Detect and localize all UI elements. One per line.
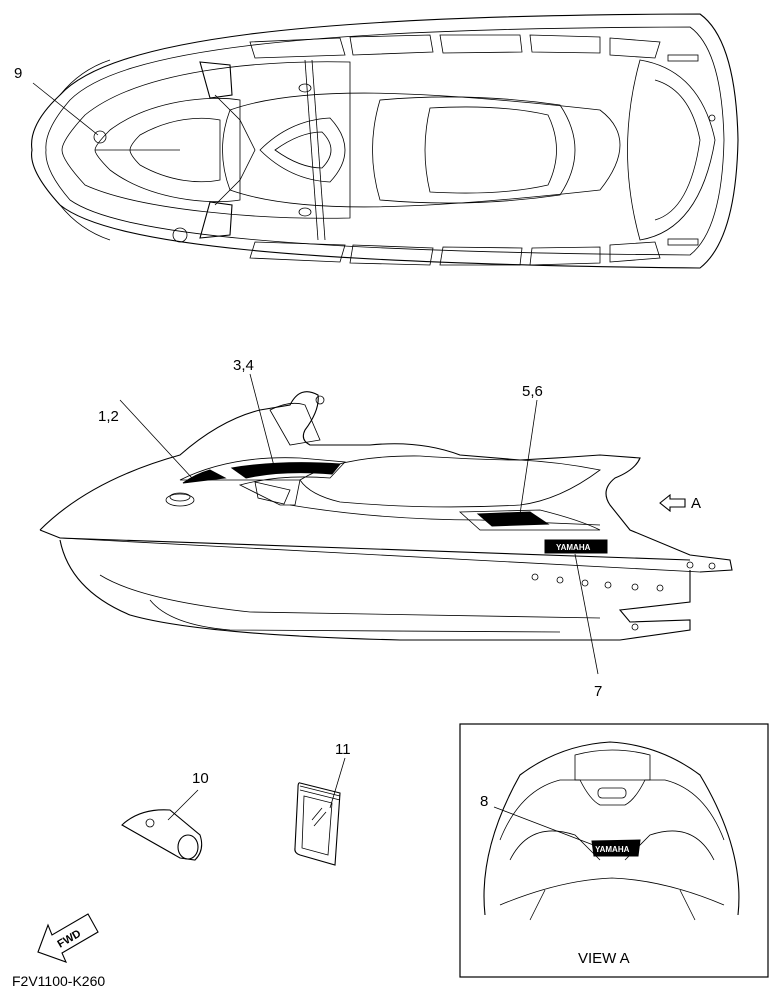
decal-brand-rear: YAMAHA: [595, 845, 630, 854]
view-a-caption: VIEW A: [578, 950, 630, 967]
leader-line-10: [167, 789, 199, 821]
leader-line-8: [493, 806, 597, 847]
part-10-drawing: [121, 809, 203, 861]
callout-10: 10: [192, 770, 209, 787]
callout-3-4: 3,4: [233, 357, 254, 374]
part-code: F2V1100-K260: [12, 973, 105, 989]
callout-7: 7: [594, 683, 602, 700]
view-a-arrow-label: A: [691, 495, 701, 512]
callout-8: 8: [480, 793, 488, 810]
view-a-arrow-icon: [659, 493, 686, 513]
fwd-arrow-icon: [37, 913, 99, 963]
leader-line-5-6: [519, 399, 538, 515]
leader-line-11: [329, 757, 346, 809]
callout-9: 9: [14, 65, 22, 82]
leader-line-3-4: [249, 373, 275, 467]
callout-11: 11: [335, 741, 351, 758]
view-a-box: [459, 723, 769, 978]
view-a-rear-drawing: [483, 741, 740, 921]
side-view-hull: [39, 391, 733, 641]
leader-line-9: [32, 82, 99, 136]
callout-5-6: 5,6: [522, 383, 543, 400]
decal-brand-side: YAMAHA: [556, 543, 591, 552]
callout-1-2: 1,2: [98, 408, 119, 425]
leader-line-1-2: [119, 399, 193, 479]
leader-line-7: [574, 553, 599, 675]
part-11-drawing: [294, 782, 341, 866]
top-view-hull: [31, 13, 739, 269]
